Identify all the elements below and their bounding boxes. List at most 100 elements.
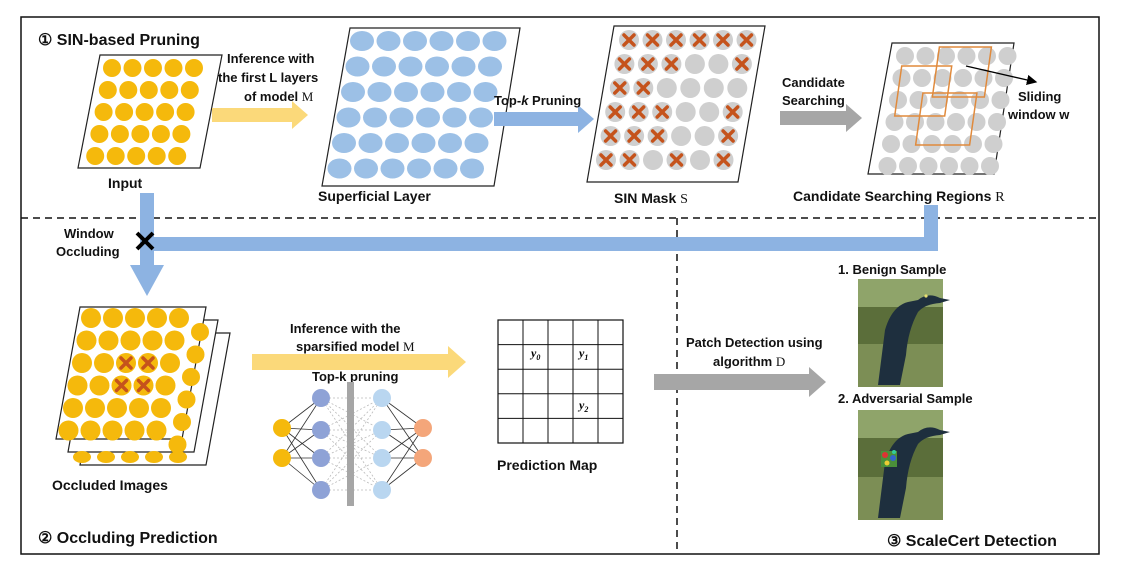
occluded-dot <box>80 420 101 441</box>
occluded-dot <box>125 308 145 328</box>
occluded-dot <box>72 353 92 373</box>
neural-network-diagram <box>273 382 432 506</box>
occluded-back-dot <box>168 435 187 454</box>
candidate-dot <box>892 69 911 87</box>
superficial-dot <box>336 107 361 128</box>
sin-mask-dot <box>671 126 692 146</box>
nn-edge <box>320 457 383 491</box>
superficial-dot <box>363 107 387 128</box>
superficial-dot <box>456 31 480 51</box>
candidate-dot <box>937 47 955 65</box>
sparsified-inference-arrow <box>252 346 466 378</box>
sin-mask-label: SIN Mask S <box>614 190 688 207</box>
pred-y0: y0 <box>529 346 540 362</box>
sliding-window-label-line2: window w <box>1007 107 1070 122</box>
candidate-dot <box>940 157 958 175</box>
occluded-dot <box>164 330 185 351</box>
sin-mask-dot <box>699 102 720 122</box>
occluded-back-dot <box>186 345 205 364</box>
occluded-dot <box>58 420 79 441</box>
nn-edge <box>320 397 383 431</box>
topk-small-label: Top-k pruning <box>312 369 398 384</box>
superficial-layer-label: Superficial Layer <box>318 188 431 204</box>
candidate-dot <box>933 69 952 87</box>
prediction-map-grid <box>497 319 624 444</box>
superficial-dot <box>464 133 489 153</box>
sin-mask-dot <box>703 78 724 98</box>
input-dot <box>127 147 146 165</box>
candidate-dot <box>954 69 972 87</box>
pruning-bar <box>347 382 354 506</box>
sin-mask-dot <box>727 78 748 98</box>
superficial-dot <box>469 107 493 128</box>
superficial-dot <box>398 56 423 77</box>
input-dot <box>151 125 170 143</box>
nn-edge <box>281 397 322 459</box>
input-dot <box>147 147 166 165</box>
superficial-dot <box>403 31 427 51</box>
input-dot <box>110 125 129 143</box>
sin-mask-dot <box>708 54 729 74</box>
candidate-dot <box>981 157 999 175</box>
superficial-dot <box>350 31 374 51</box>
occluded-dot <box>67 375 88 396</box>
topk-pruning-label: Top-k Pruning <box>494 93 581 108</box>
occluded-dot <box>85 398 105 418</box>
nn-node <box>373 421 391 439</box>
candidate-regions-label: Candidate Searching Regions R <box>793 188 1005 205</box>
occluded-back-dot <box>173 413 191 431</box>
superficial-dot <box>482 31 507 51</box>
occluded-back-dot <box>73 451 91 463</box>
input-dot <box>160 81 179 99</box>
superficial-dot <box>416 107 440 128</box>
patch-detection-label-line2: algorithm D <box>713 354 785 369</box>
sparsified-label-line2: sparsified model M <box>296 339 415 354</box>
sliding-window-3 <box>914 92 978 146</box>
nn-node <box>414 449 432 467</box>
inference-label-line1: Inference with <box>227 51 314 66</box>
input-grid <box>77 54 223 169</box>
input-dot <box>180 81 199 99</box>
superficial-dot <box>433 158 458 179</box>
candidate-dot <box>926 113 945 131</box>
superficial-dot <box>447 82 471 102</box>
inference-label-line3: of model M <box>244 89 314 104</box>
occluded-images-stack <box>55 306 231 466</box>
occluded-dot <box>129 398 149 418</box>
candidate-dot <box>991 91 1010 109</box>
candidate-regions-grid <box>867 42 1017 175</box>
nn-node <box>414 419 432 437</box>
adversarial-sample-label: 2. Adversarial Sample <box>838 391 973 406</box>
candidate-dot <box>995 69 1013 87</box>
occluded-dot <box>120 330 141 351</box>
nn-node <box>312 481 330 499</box>
input-dot <box>139 81 158 99</box>
superficial-dot <box>345 56 370 77</box>
nn-edge <box>320 457 383 491</box>
candidate-dot <box>913 69 931 87</box>
window-occluding-label-line1: Window <box>64 226 115 241</box>
occluded-dot <box>160 353 180 373</box>
occluded-dot <box>98 330 119 351</box>
superficial-dot <box>376 31 401 51</box>
superficial-dot <box>354 158 378 179</box>
nn-edge <box>320 397 383 431</box>
outer-frame <box>20 16 1100 555</box>
input-dot <box>164 59 183 77</box>
candidate-dot <box>896 47 914 65</box>
occluded-dot <box>63 398 83 418</box>
input-dot <box>172 125 191 143</box>
occluded-back-dot <box>121 451 139 463</box>
superficial-dot <box>429 31 454 51</box>
inference-arrow <box>212 101 308 129</box>
occluded-dot <box>146 420 167 441</box>
occluded-dot <box>107 398 127 418</box>
candidate-label-line1: Candidate <box>782 75 845 90</box>
sin-mask-dot <box>675 102 696 122</box>
candidate-dot <box>899 157 917 175</box>
nn-node <box>373 389 391 407</box>
occluded-back-dot <box>191 323 209 341</box>
sliding-window-2 <box>931 46 993 98</box>
candidate-dot <box>943 135 962 153</box>
